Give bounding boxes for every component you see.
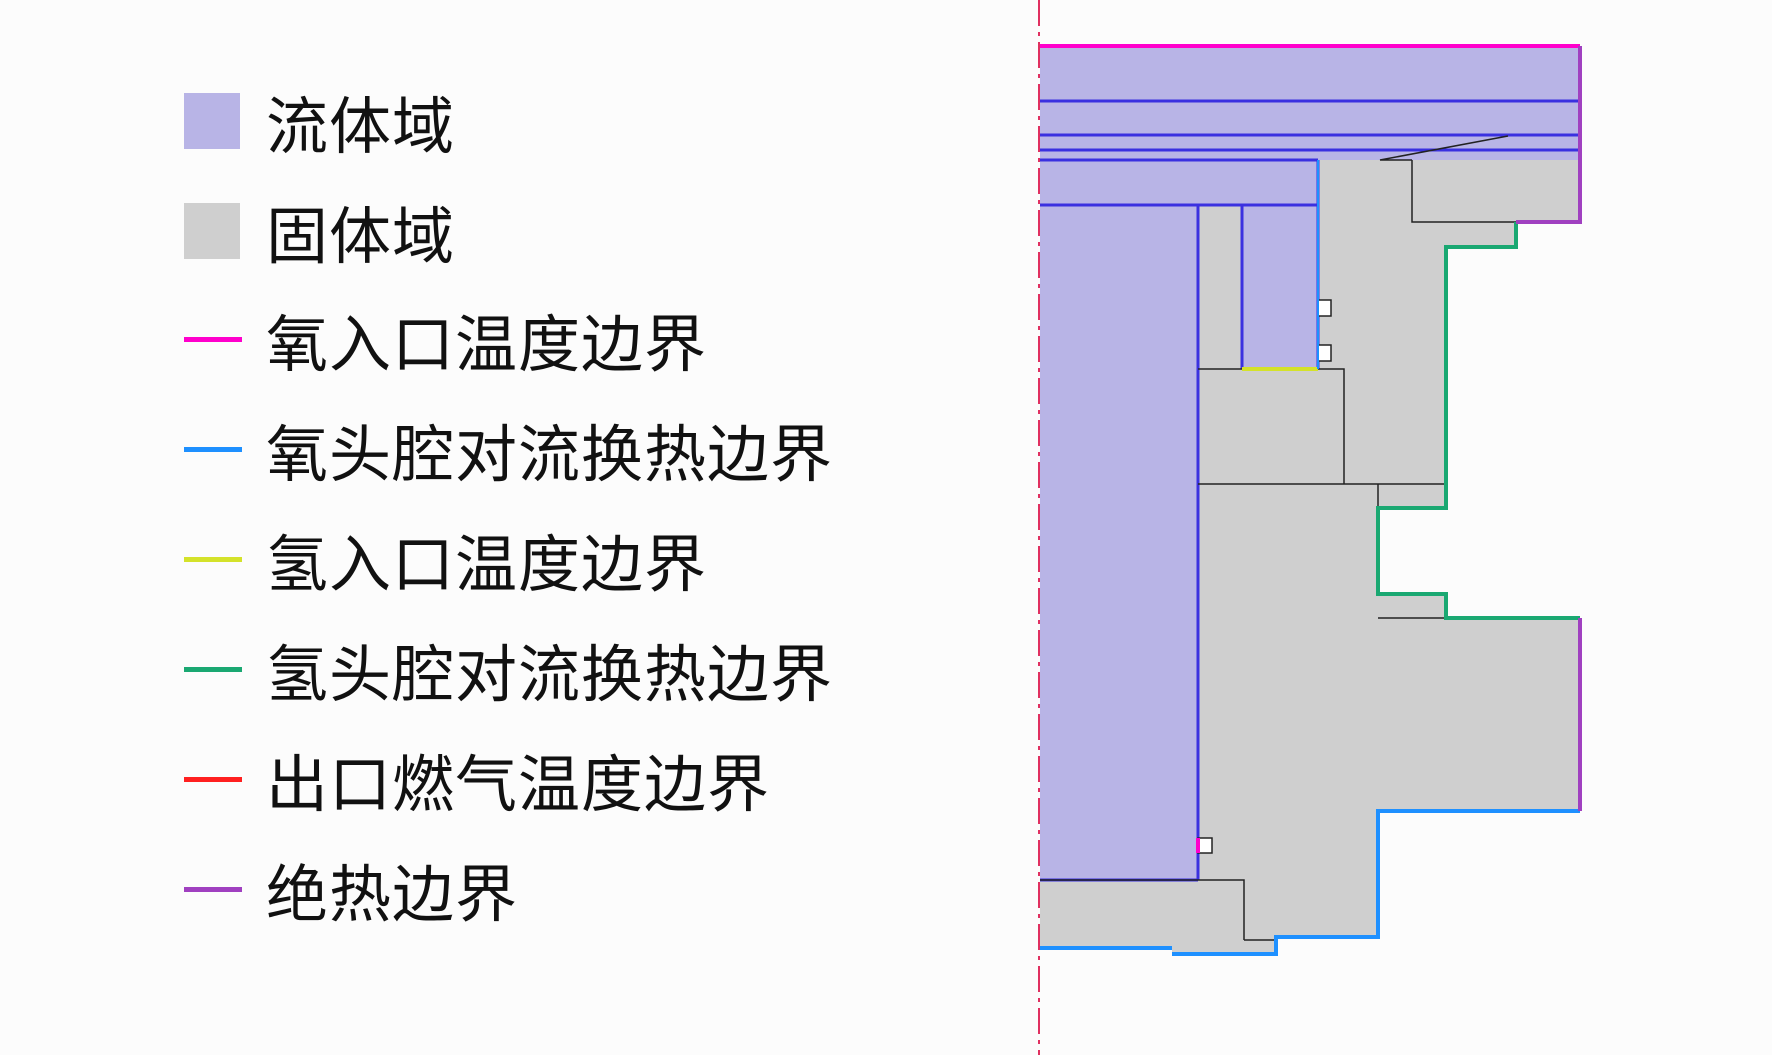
legend-item-oxygen-inlet: 氧入口温度边界 xyxy=(184,299,707,381)
legend-label: 流体域 xyxy=(266,90,456,163)
swatch-outlet-gas xyxy=(184,776,242,782)
legend-label: 氢入口温度边界 xyxy=(266,528,708,601)
legend-item-adiabatic: 绝热边界 xyxy=(184,849,518,931)
swatch-oxygen-convection xyxy=(184,446,242,452)
swatch-fluid-domain xyxy=(184,93,240,149)
swatch-hydrogen-inlet xyxy=(184,556,242,562)
swatch-oxygen-inlet xyxy=(184,336,242,342)
legend-label: 绝热边界 xyxy=(266,858,519,931)
solid-bottom-lip xyxy=(1172,940,1276,954)
legend-item-fluid-domain: 流体域 xyxy=(184,81,455,163)
swatch-hydrogen-convection xyxy=(184,666,242,672)
fluid-domain xyxy=(1040,47,1580,880)
swatch-adiabatic xyxy=(184,886,242,892)
legend-item-outlet-gas: 出口燃气温度边界 xyxy=(184,739,770,821)
solid-post-left xyxy=(1198,205,1242,369)
hydrogen-convection-boundary xyxy=(1376,222,1580,620)
legend-label: 氧入口温度边界 xyxy=(266,308,708,381)
legend-label: 固体域 xyxy=(266,200,456,273)
solid-bottom-block xyxy=(1040,880,1244,948)
oxygen-convection-boundary xyxy=(1172,809,1580,956)
solid-outline xyxy=(1379,135,1509,161)
hole xyxy=(1317,344,1332,362)
legend-item-oxygen-convection: 氧头腔对流换热边界 xyxy=(184,409,833,491)
hole xyxy=(1197,837,1213,854)
legend-label: 氧头腔对流换热边界 xyxy=(266,418,834,491)
legend: 流体域 固体域 氧入口温度边界 氧头腔对流换热边界 氢入口温度边界 氢头腔对流换… xyxy=(184,81,833,931)
legend-label: 出口燃气温度边界 xyxy=(266,748,771,821)
legend-label: 氢头腔对流换热边界 xyxy=(266,638,834,711)
solid-outline xyxy=(1040,879,1245,940)
fluid-top-channel xyxy=(1040,47,1580,160)
adiabatic-boundary-upper xyxy=(1516,46,1582,224)
solid-outlines xyxy=(1040,135,1516,941)
boundaries xyxy=(1040,44,1582,956)
legend-item-hydrogen-convection: 氢头腔对流换热边界 xyxy=(184,629,833,711)
holes xyxy=(1197,299,1332,854)
solid-outline xyxy=(1411,160,1516,223)
fluid-core xyxy=(1040,205,1198,880)
swatch-solid-domain xyxy=(184,203,240,259)
legend-item-solid-domain: 固体域 xyxy=(184,191,455,273)
hole xyxy=(1317,299,1332,317)
fluid-upper-left xyxy=(1040,160,1318,205)
legend-item-hydrogen-inlet: 氢入口温度边界 xyxy=(184,519,707,601)
fluid-hydrogen-passage xyxy=(1242,205,1318,369)
